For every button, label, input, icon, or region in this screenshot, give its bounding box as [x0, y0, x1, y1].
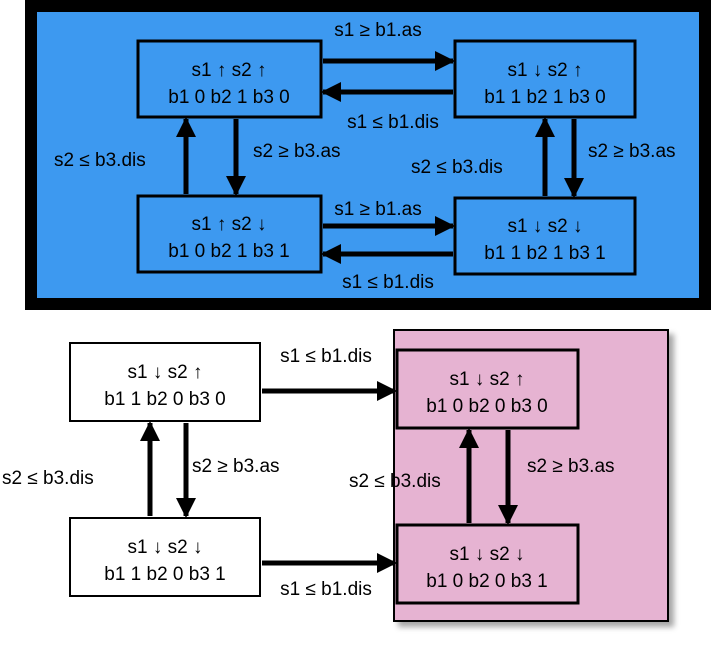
state-box-s1-down-s2-up: s1 ↓ s2 ↑ b1 1 b2 1 b3 0	[453, 39, 637, 119]
state-box-c: s1 ↓ s2 ↑ b1 0 b2 0 b3 0	[395, 348, 580, 430]
label-bottom-left: s1 ≤ b1.dis	[342, 272, 434, 293]
label-bottom-arrow: s1 ≤ b1.dis	[280, 579, 372, 600]
label-right-up: s2 ≤ b3.dis	[349, 471, 441, 492]
state-line2: b1 1 b2 1 b3 1	[484, 243, 606, 264]
state-box-d: s1 ↓ s2 ↓ b1 0 b2 0 b3 1	[395, 523, 580, 605]
state-box-s1-down-s2-down: s1 ↓ s2 ↓ b1 1 b2 1 b3 1	[453, 196, 637, 276]
state-line1: s1 ↓ s2 ↓	[128, 537, 203, 558]
state-line1: s1 ↑ s2 ↑	[192, 60, 267, 81]
top-panel: s1 ↑ s2 ↑ b1 0 b2 1 b3 0 s1 ↓ s2 ↑ b1 1 …	[25, 0, 711, 310]
state-line1: s1 ↓ s2 ↑	[128, 362, 203, 383]
state-line1: s1 ↓ s2 ↑	[508, 60, 583, 81]
label-right-down: s2 ≥ b3.as	[527, 456, 615, 477]
label-left-up: s2 ≤ b3.dis	[54, 150, 146, 171]
label-top-arrow: s1 ≤ b1.dis	[280, 346, 372, 367]
state-line2: b1 0 b2 1 b3 1	[168, 241, 290, 262]
state-line2: b1 0 b2 0 b3 1	[426, 571, 548, 592]
bottom-panel: s1 ↓ s2 ↑ b1 1 b2 0 b3 0 s1 ↓ s2 ↓ b1 1 …	[2, 329, 669, 622]
state-line2: b1 1 b2 0 b3 1	[104, 564, 226, 585]
state-line2: b1 1 b2 0 b3 0	[104, 389, 226, 410]
label-bottom-right: s1 ≥ b1.as	[334, 199, 422, 220]
label-left-up: s2 ≤ b3.dis	[2, 468, 94, 489]
state-box-s1-up-s2-down: s1 ↑ s2 ↓ b1 0 b2 1 b3 1	[136, 194, 323, 274]
state-box-s1-up-s2-up: s1 ↑ s2 ↑ b1 0 b2 1 b3 0	[136, 39, 323, 119]
state-line1: s1 ↓ s2 ↓	[450, 544, 525, 565]
state-line2: b1 1 b2 1 b3 0	[484, 87, 606, 108]
label-top-left: s1 ≤ b1.dis	[347, 112, 439, 133]
label-right-up: s2 ≤ b3.dis	[411, 157, 503, 178]
state-line1: s1 ↑ s2 ↓	[192, 214, 267, 235]
state-line1: s1 ↓ s2 ↑	[450, 369, 525, 390]
label-left-down: s2 ≥ b3.as	[253, 141, 341, 162]
state-line2: b1 0 b2 1 b3 0	[168, 87, 290, 108]
label-left-down: s2 ≥ b3.as	[192, 456, 280, 477]
state-box-b: s1 ↓ s2 ↓ b1 1 b2 0 b3 1	[69, 517, 261, 597]
state-line2: b1 0 b2 0 b3 0	[426, 396, 548, 417]
label-top-right: s1 ≥ b1.as	[334, 20, 422, 41]
state-line1: s1 ↓ s2 ↓	[508, 216, 583, 237]
label-right-down: s2 ≥ b3.as	[588, 141, 676, 162]
state-box-a: s1 ↓ s2 ↑ b1 1 b2 0 b3 0	[69, 342, 261, 422]
